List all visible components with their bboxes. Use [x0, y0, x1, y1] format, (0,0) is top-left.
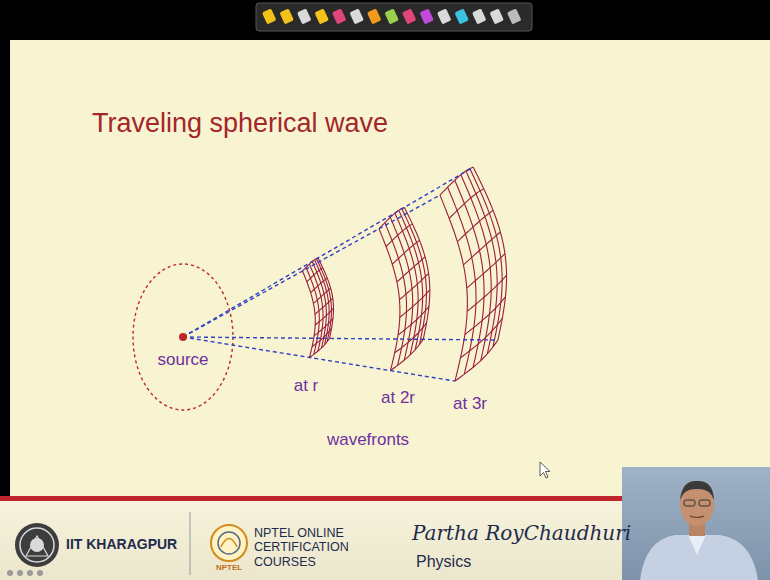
toolbar-icon — [332, 8, 347, 24]
logo-caption: NPTEL — [216, 563, 242, 572]
wavefront-grids — [303, 167, 507, 381]
subject-name: Physics — [416, 553, 471, 571]
toolbar-icon — [402, 8, 417, 24]
presenter-video — [622, 467, 770, 580]
toolbar-icon — [454, 8, 469, 24]
wavefront-grid-line — [312, 328, 331, 346]
wavefront-grid-line — [311, 278, 328, 293]
toolbar-icon — [367, 8, 382, 24]
toolbar-icon — [419, 8, 434, 24]
wavefront-grid-line — [457, 210, 493, 241]
source-label: source — [157, 350, 208, 370]
wavefront-grid-line — [303, 258, 319, 271]
toolbar-icon — [472, 8, 487, 24]
wavefront-grid-line — [310, 338, 330, 357]
toolbar-icon — [262, 8, 277, 24]
wavefront-grid-line — [303, 271, 316, 358]
wavefront-grid-line — [390, 339, 423, 370]
wavefront-grid-line — [313, 288, 330, 303]
wavefront-grid-line — [449, 189, 484, 219]
institute-name: IIT KHARAGPUR — [66, 536, 177, 552]
toolbar-icons — [262, 8, 522, 24]
ray-line — [183, 195, 440, 337]
footer-divider — [190, 512, 191, 575]
wavefront-grid-line — [314, 318, 333, 336]
instructor-name: Partha RoyChaudhuri — [412, 522, 631, 545]
ray-lines — [183, 167, 498, 381]
toolbar-icon — [297, 8, 312, 24]
slide-title: Traveling spherical wave — [92, 108, 388, 139]
ray-line — [183, 167, 473, 337]
ray-line — [183, 337, 455, 381]
wavefront-grid-line — [467, 275, 506, 311]
mouse-cursor — [540, 462, 550, 478]
wavefront-grid-line — [455, 340, 498, 381]
toolbar-icon — [507, 8, 522, 24]
slide-ground — [10, 40, 770, 500]
wavefront-grid-line — [463, 232, 500, 265]
wavefront-grid-line — [440, 167, 473, 195]
wavefront-grid-line — [379, 207, 404, 228]
toolbar-icon — [489, 8, 504, 24]
wavefronts-label: wavefronts — [327, 430, 409, 450]
wavefront-radius: at 2r — [381, 388, 415, 408]
source-dot — [179, 333, 187, 341]
wavefront-grid-line — [392, 240, 419, 264]
wavefront-radius: at 3r — [453, 394, 487, 414]
toolbar-icon — [349, 8, 364, 24]
wavefront-grid-line — [397, 257, 425, 282]
toolbar-icon — [437, 8, 452, 24]
wavefront-grid-line — [440, 195, 467, 381]
nptel-logo — [211, 525, 247, 561]
wavefront-grid-line — [386, 224, 412, 247]
wavefront-grid-line — [307, 268, 323, 282]
wavefront-grid-line — [379, 229, 400, 371]
source-boundary — [133, 264, 233, 410]
toolbar-icon — [314, 8, 329, 24]
wavefront-grid-line — [460, 318, 502, 357]
course-banner: NPTEL ONLINE CERTIFICATION COURSES — [254, 526, 394, 569]
wavefront-grid-line — [400, 290, 430, 318]
nav-icons — [7, 570, 43, 576]
wavefront-radius: at r — [294, 376, 319, 396]
wavefront-grid-line — [465, 297, 506, 335]
iit-logo — [15, 523, 59, 567]
wavefront-grid-line — [398, 306, 429, 335]
wavefront-grid-line — [315, 308, 333, 325]
wavefront-grid-line — [395, 323, 427, 353]
pen-toolbar — [256, 3, 532, 31]
toolbar-icon — [384, 8, 399, 24]
ray-line — [183, 337, 498, 340]
toolbar-icon — [279, 8, 294, 24]
